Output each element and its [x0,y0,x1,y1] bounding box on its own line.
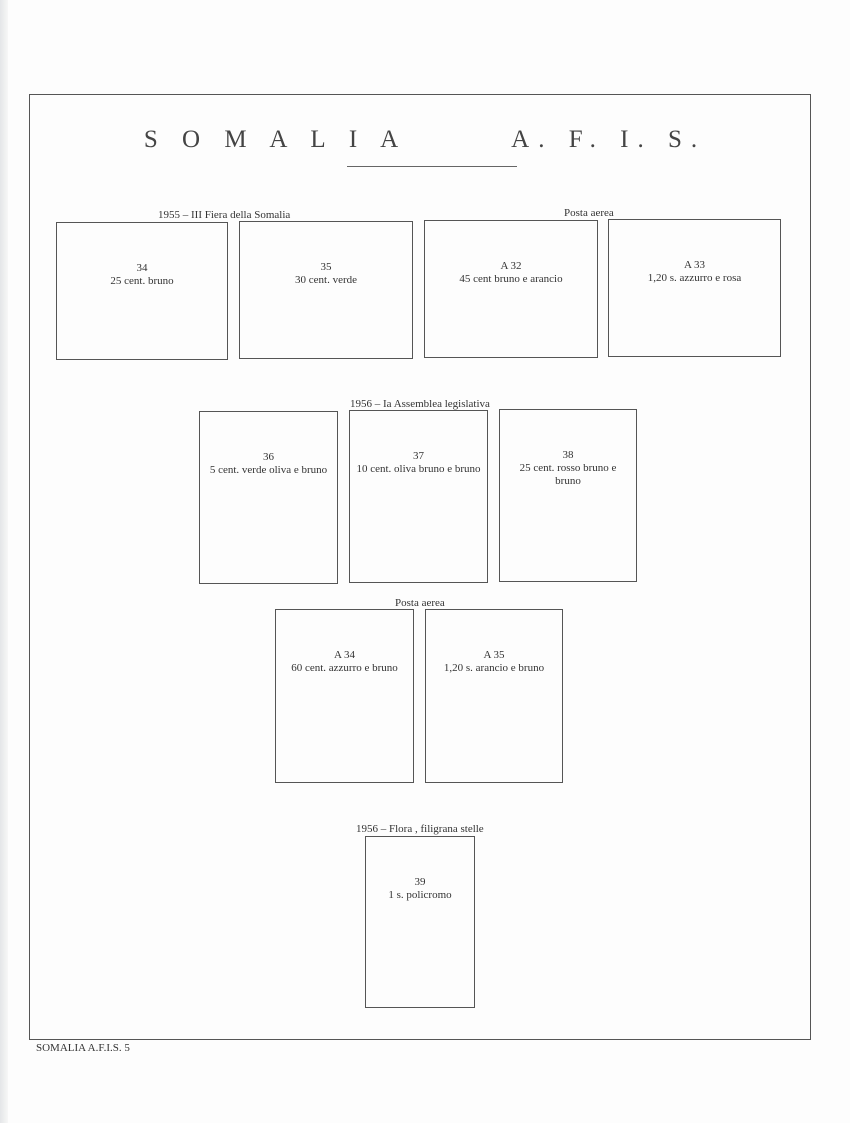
page-footer: SOMALIA A.F.I.S. 5 [36,1042,130,1054]
stamp-number: 34 [136,262,148,274]
stamp-description: 1,20 s. azzurro e rosa [647,272,742,284]
stamp-description: 10 cent. oliva bruno e bruno [356,463,481,475]
stamp-number: A 35 [483,649,505,661]
stamp-number: A 34 [333,649,356,661]
stamp-number: 35 [320,261,332,273]
stamp-number: 36 [263,451,274,463]
stamp-description: 5 cent. verde oliva e bruno [209,464,328,476]
page-title: S O M A L I A A. F. I. S. [143,126,707,153]
section-label-assemblea: 1956 – Ia Assemblea legislativa [350,398,490,410]
stamp-number: 39 [414,876,426,888]
stamp-number: A 32 [500,260,522,272]
stamp-description: 30 cent. verde [295,274,357,286]
stamp-number: 37 [413,450,424,462]
stamp-description: 1,20 s. arancio e bruno [443,662,545,674]
section-label-posta-aerea-1: Posta aerea [564,207,614,219]
stamp-description: 60 cent. azzurro e bruno [291,662,398,674]
page-edge [0,0,8,1123]
stamp-description: 25 cent. bruno [110,275,174,287]
stamp-description: 45 cent bruno e arancio [459,273,563,285]
stamp-number: 38 [562,449,574,461]
title-underline [347,166,517,167]
page-frame [29,94,811,1040]
section-label-flora: 1956 – Flora , filigrana stelle [356,823,484,835]
section-label-posta-aerea-2: Posta aerea [395,597,445,609]
stamp-number: A 33 [683,259,706,271]
section-label-fiera: 1955 – III Fiera della Somalia [158,209,291,221]
stamp-description: 1 s. policromo [388,889,452,901]
stamp-description: 25 cent. rosso bruno e bruno [519,462,617,487]
